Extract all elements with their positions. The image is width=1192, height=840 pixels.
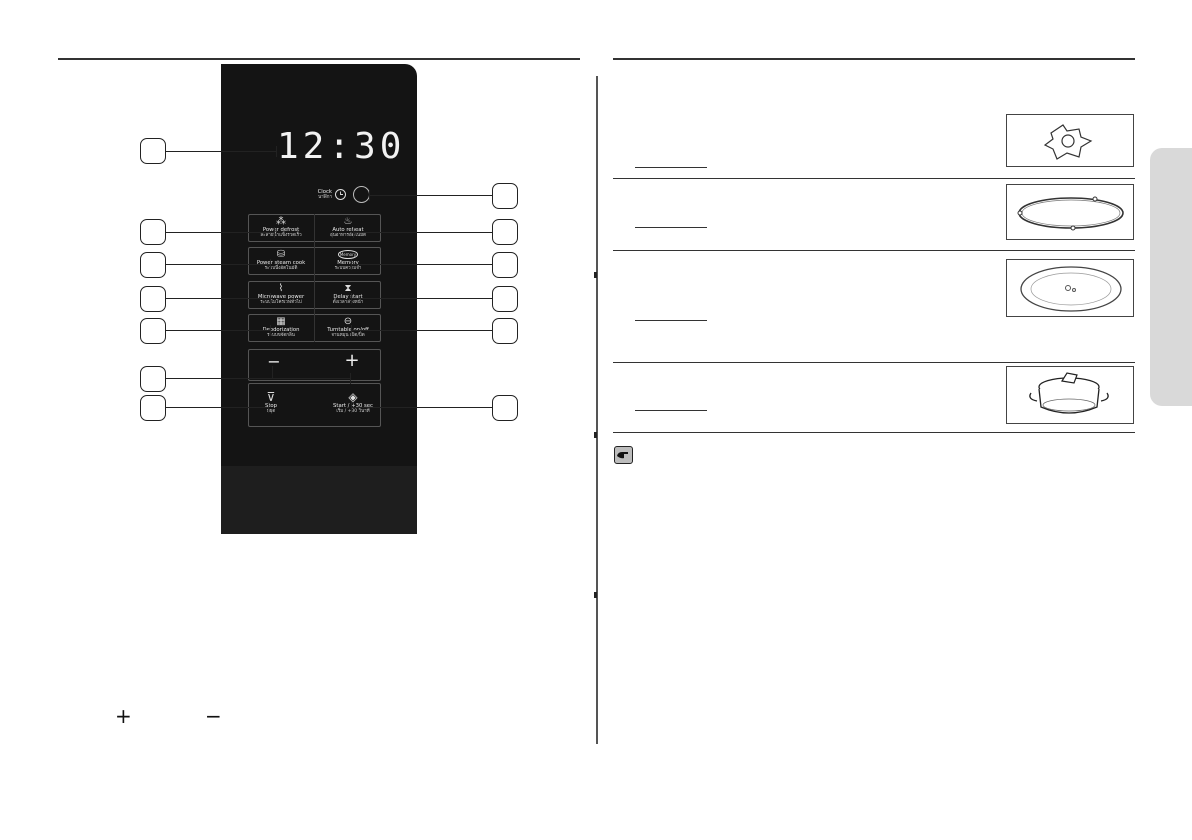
note-icon — [614, 446, 633, 464]
steam-pot-icon: ⛁ — [276, 249, 286, 260]
callout-clock — [492, 183, 518, 209]
leader-start — [351, 400, 492, 416]
underline-1 — [635, 167, 707, 168]
edge-mark-2 — [594, 432, 597, 438]
turntable-button[interactable]: ⊖ Turntable on/off จานหมุน เปิด/ปิด — [315, 316, 381, 339]
roller-ring-image — [1006, 114, 1134, 167]
minus-button[interactable]: − — [267, 352, 281, 371]
edge-mark-3 — [594, 592, 597, 598]
turntable-plate-image — [1006, 259, 1134, 317]
microwave-power-button[interactable]: ⌇ Microwave power ระบบไมโครเวฟทั่วไป — [248, 283, 314, 306]
defrost-icon: ⁂ — [276, 216, 286, 227]
delay-start-button[interactable]: ⧗ Delay start ตั้งเวลาล่วงหน้า — [315, 283, 381, 306]
leader-steam — [166, 257, 271, 273]
leader-display — [166, 144, 277, 160]
deodorize-icon: ▦ — [276, 316, 286, 327]
callout-plus-minus — [140, 366, 166, 392]
underline-4 — [635, 410, 707, 411]
turntable-icon: ⊖ — [343, 316, 353, 327]
clock-display: 12:30 — [277, 126, 406, 167]
power-defrost-button[interactable]: ⁂ Power defrost ละลายน้ำแข็งรวดเร็ว — [248, 216, 314, 239]
start-button[interactable]: ◈ Start / +30 sec เริ่ม / +30 วินาที — [320, 390, 386, 415]
top-rule-right — [613, 58, 1135, 60]
callout-power-defrost — [140, 219, 166, 245]
clock-button[interactable] — [353, 186, 370, 203]
column-divider — [596, 76, 598, 744]
top-rule-left — [58, 58, 580, 60]
minus-symbol: − — [205, 704, 222, 728]
hourglass-icon: ⧗ — [344, 283, 352, 294]
turntable-ring-image — [1006, 184, 1134, 240]
reheat-icon: ♨ — [343, 216, 353, 227]
side-tab — [1150, 148, 1192, 406]
button-row-5 — [248, 349, 381, 381]
leader-stop — [166, 400, 269, 416]
callout-auto-reheat — [492, 219, 518, 245]
accessory-rule-2 — [613, 250, 1135, 251]
leader-power-defrost — [166, 225, 275, 241]
callout-memory — [492, 252, 518, 278]
leader-deodorization — [166, 323, 271, 339]
power-steam-cook-button[interactable]: ⛁ Power steam cook ระบบนึ่งอัตโนมัติ — [248, 249, 314, 272]
plus-symbol: + — [115, 704, 132, 728]
callout-microwave — [140, 286, 166, 312]
leader-plus-minus — [166, 371, 351, 387]
memory-button[interactable]: Memory Memory ระบบความจำ — [315, 249, 381, 272]
leader-delay-start — [351, 291, 492, 307]
callout-start — [492, 395, 518, 421]
callout-steam — [140, 252, 166, 278]
accessory-rule-3 — [613, 362, 1135, 363]
accessory-rule-1 — [613, 178, 1135, 179]
leader-turntable — [351, 323, 492, 339]
steam-cooker-image — [1006, 366, 1134, 424]
leader-clock — [369, 188, 492, 204]
underline-2 — [635, 227, 707, 228]
accessory-rule-4 — [613, 432, 1135, 433]
auto-reheat-button[interactable]: ♨ Auto reheat อุ่นอาหารอัตโนมัติ — [315, 216, 381, 239]
underline-3 — [635, 320, 707, 321]
clock-label: Clock นาฬิกา — [317, 189, 332, 200]
callout-delay-start — [492, 286, 518, 312]
callout-display — [140, 138, 166, 164]
memory-icon: Memory — [337, 250, 359, 259]
edge-mark-1 — [594, 272, 597, 278]
callout-stop — [140, 395, 166, 421]
deodorization-button[interactable]: ▦ Deodorization ระบบขจัดกลิ่น — [248, 316, 314, 339]
control-panel-base — [221, 466, 417, 534]
microwave-icon: ⌇ — [278, 283, 284, 294]
callout-deodorization — [140, 318, 166, 344]
plus-button[interactable]: + — [344, 350, 360, 371]
start-icon: ◈ — [348, 390, 358, 404]
leader-microwave — [166, 291, 271, 307]
stop-icon: ⊽ — [266, 390, 276, 404]
leader-memory — [351, 257, 492, 273]
button-row-6 — [248, 383, 381, 427]
leader-auto-reheat — [353, 225, 492, 241]
clock-icon — [335, 189, 346, 200]
leader-minus-stub — [272, 366, 274, 378]
stop-button[interactable]: ⊽ Stop หยุด — [238, 390, 304, 415]
callout-turntable — [492, 318, 518, 344]
center-divider — [314, 214, 315, 342]
